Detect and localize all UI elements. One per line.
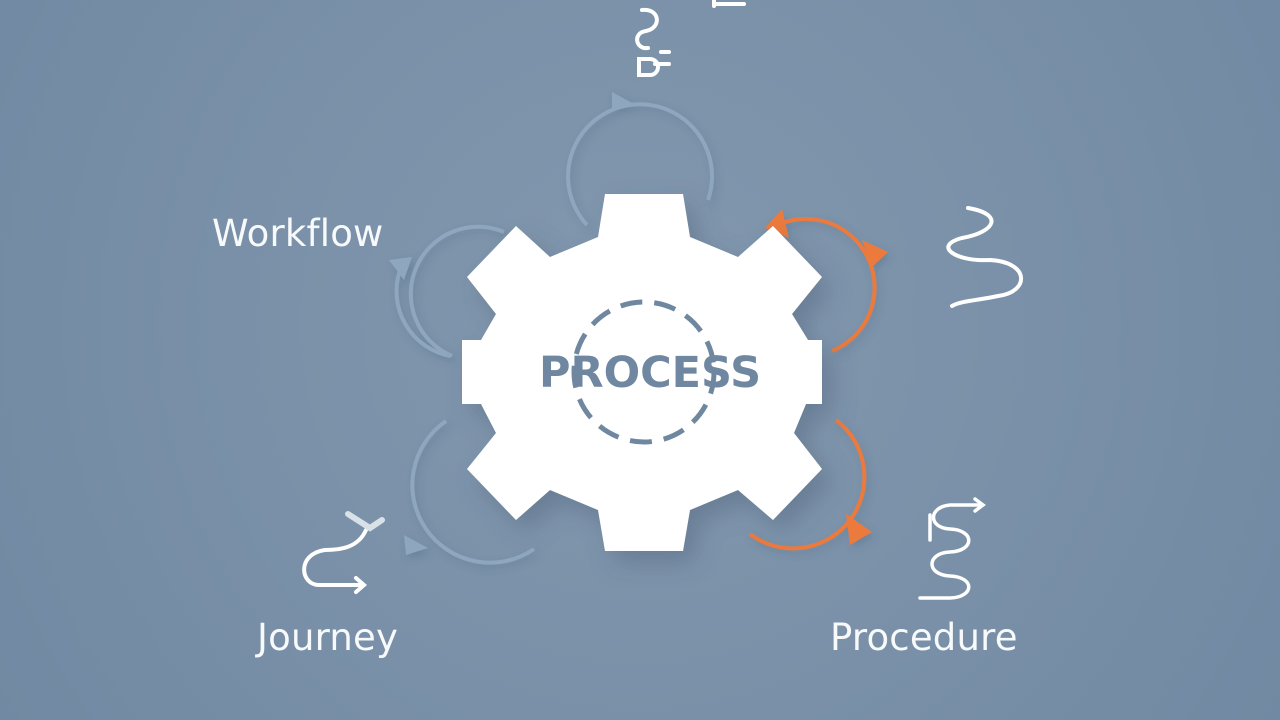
label-procedure: Procedure	[830, 616, 1018, 659]
gear-icon	[462, 194, 822, 551]
squiggle-path-icon	[946, 206, 1024, 308]
path-nodes-icon	[635, 0, 746, 77]
left-cycle-arrow	[389, 224, 505, 358]
label-journey: Journey	[257, 616, 399, 659]
top-cycle-arrow	[566, 92, 714, 227]
winding-path-arrow-icon	[918, 497, 986, 600]
bottom-left-cycle-arrow	[404, 419, 536, 565]
right-cycle-arrow	[765, 209, 888, 353]
bottom-right-cycle-arrow	[748, 418, 872, 551]
gear-title: PROCESS	[539, 348, 761, 398]
label-workflow: Workflow	[212, 212, 384, 255]
route-arrow-icon	[302, 511, 385, 594]
